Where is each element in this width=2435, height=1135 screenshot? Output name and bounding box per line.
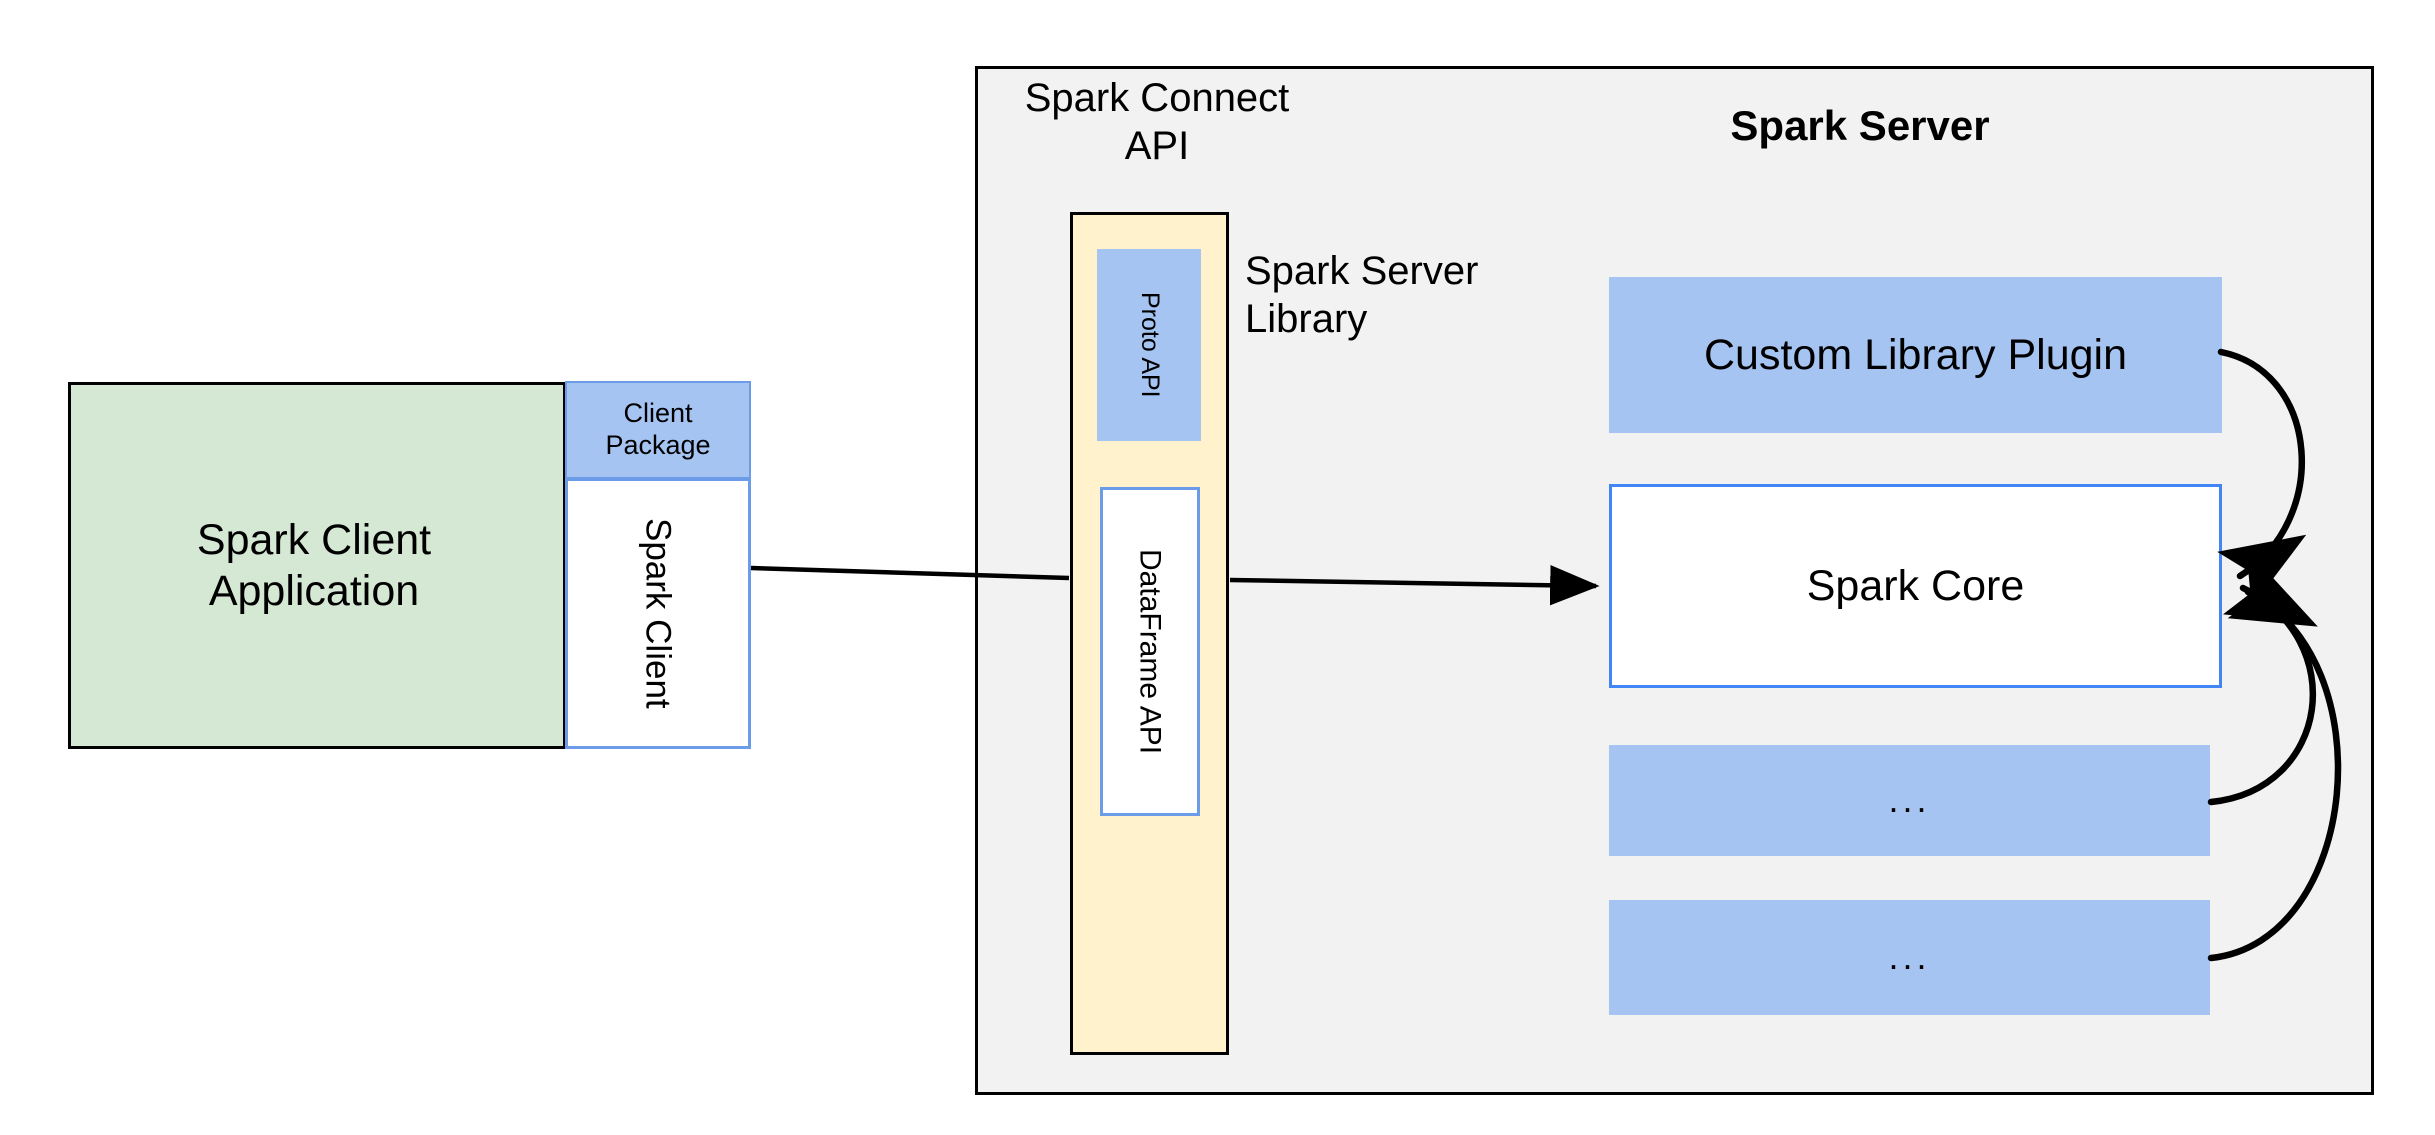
- ellipsis-label-1: ...: [1888, 779, 1931, 821]
- dataframe-api-label: DataFrame API: [1133, 548, 1167, 755]
- dataframe-api-box[interactable]: DataFrame API: [1100, 487, 1200, 816]
- ellipsis-label-2: ...: [1888, 936, 1931, 978]
- custom-library-plugin-label: Custom Library Plugin: [1703, 330, 2127, 379]
- spark-client-box[interactable]: Spark Client: [565, 478, 751, 749]
- spark-client-application-box[interactable]: Spark Client Application: [68, 382, 566, 749]
- custom-library-plugin-box[interactable]: Custom Library Plugin: [1609, 277, 2222, 433]
- server-component-ellipsis-box-2[interactable]: ...: [1609, 900, 2210, 1015]
- spark-connect-api-label: Spark Connect API: [1024, 76, 1290, 168]
- proto-api-label: Proto API: [1135, 292, 1164, 398]
- server-component-ellipsis-box-1[interactable]: ...: [1609, 745, 2210, 856]
- spark-client-application-label: Spark Client Application: [196, 515, 432, 615]
- spark-server-library-label: Spark Server Library: [1245, 249, 1479, 341]
- proto-api-box[interactable]: Proto API: [1097, 249, 1201, 441]
- spark-core-box[interactable]: Spark Core: [1609, 484, 2222, 688]
- client-package-box[interactable]: Client Package: [565, 381, 751, 479]
- client-package-label: Client Package: [605, 398, 711, 460]
- spark-server-title: Spark Server: [1730, 101, 1990, 149]
- spark-client-label: Spark Client: [638, 518, 678, 709]
- spark-core-label: Spark Core: [1806, 561, 2025, 610]
